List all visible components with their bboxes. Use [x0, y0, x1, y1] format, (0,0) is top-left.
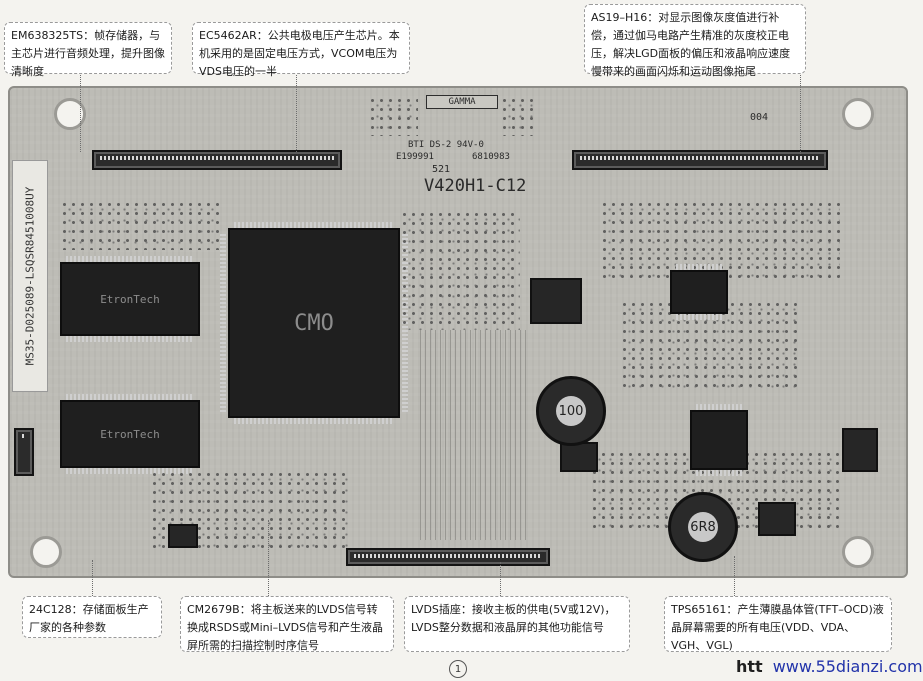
memory-chip-1-label: EtronTech [100, 292, 160, 306]
silk-bti: BTI DS-2 94V-0 [408, 140, 484, 150]
callout-tps65161: TPS65161：产生薄膜晶体管(TFT–OCD)液晶屏幕需要的所有电压(VDD… [664, 596, 892, 652]
lvds-socket [346, 548, 550, 566]
power-chip-tps65161 [690, 404, 748, 476]
smd-field-left-top [60, 200, 220, 250]
memory-chip-em638325ts-top: EtronTech [60, 256, 200, 342]
side-connector [14, 428, 34, 476]
lvds-traces [420, 330, 530, 540]
mounting-hole-top-right [842, 98, 874, 130]
callout-24c128: 24C128：存储面板生产厂家的各种参数 [22, 596, 162, 638]
callout-lvds: LVDS插座：接收主板的供电(5V或12V)，LVDS整分数据和液晶屏的其他功能… [404, 596, 630, 652]
power-mosfet-top [530, 278, 582, 324]
silk-521: 521 [432, 164, 451, 175]
leader-ec5462ar [296, 72, 297, 152]
panel-connector-right [572, 150, 828, 170]
eeprom-24c128 [168, 524, 198, 548]
page-number: 1 [449, 660, 467, 678]
inductor-100-label: 100 [556, 396, 586, 426]
main-chip-cm2679b: CMO [220, 222, 408, 424]
leader-tps65161 [734, 556, 735, 596]
watermark-text: www.55dianzi.com [772, 657, 923, 676]
leader-24c128 [92, 560, 93, 596]
callout-ec5462ar: EC5462AR：公共电极电压产生芯片。本机采用的是固定电压方式，VCOM电压为… [192, 22, 410, 78]
gamma-resistor-array-left [368, 96, 418, 136]
silk-e-number: E199991 [396, 152, 434, 162]
callout-em638325ts: EM638325TS：帧存储器，与主芯片进行音频处理，提升图像清晰度 [4, 22, 172, 78]
main-chip-body: CMO [228, 222, 400, 424]
leader-lvds [500, 562, 501, 596]
board-model-label: V420H1-C12 [424, 176, 527, 196]
callout-as19h16: AS19–H16：对显示图像灰度值进行补偿，通过伽马电路产生精准的灰度校正电压，… [584, 4, 806, 78]
mounting-hole-bottom-left [30, 536, 62, 568]
gamma-resistor-array-right [500, 96, 536, 136]
inductor-6r8-label: 6R8 [688, 512, 718, 542]
mounting-hole-bottom-right [842, 536, 874, 568]
leader-cm2679b [268, 520, 269, 596]
power-mosfet-bottom [560, 442, 598, 472]
inductor-100: 100 [536, 376, 606, 446]
silk-number: 6810983 [472, 152, 510, 162]
side-label-sticker: MS35-D025089-LSQSR8451008UY [12, 160, 48, 392]
callout-cm2679b: CM2679B：将主板送来的LVDS信号转换成RSDS或Mini–LVDS信号和… [180, 596, 394, 652]
gamma-label: GAMMA [426, 95, 498, 109]
side-label-text: MS35-D025089-LSQSR8451008UY [23, 186, 37, 366]
silk-004: 004 [750, 112, 769, 123]
inductor-6r8: 6R8 [668, 492, 738, 562]
main-chip-pins-left [220, 234, 226, 412]
main-chip-label: CMO [294, 310, 334, 336]
memory-chip-2-label: EtronTech [100, 427, 160, 441]
leader-as19h16 [800, 70, 801, 154]
watermark: htt www.55dianzi.com [736, 657, 923, 676]
gamma-chip-as19-h16 [670, 264, 728, 320]
leader-em638325ts [80, 70, 81, 152]
diode-component [758, 502, 796, 536]
smd-field-center [400, 210, 520, 330]
memory-chip-em638325ts-bottom: EtronTech [60, 394, 200, 474]
vcom-chip-ec5462ar [842, 428, 878, 472]
mounting-hole-top-left [54, 98, 86, 130]
watermark-prefix: htt [736, 657, 763, 676]
panel-connector-left [92, 150, 342, 170]
